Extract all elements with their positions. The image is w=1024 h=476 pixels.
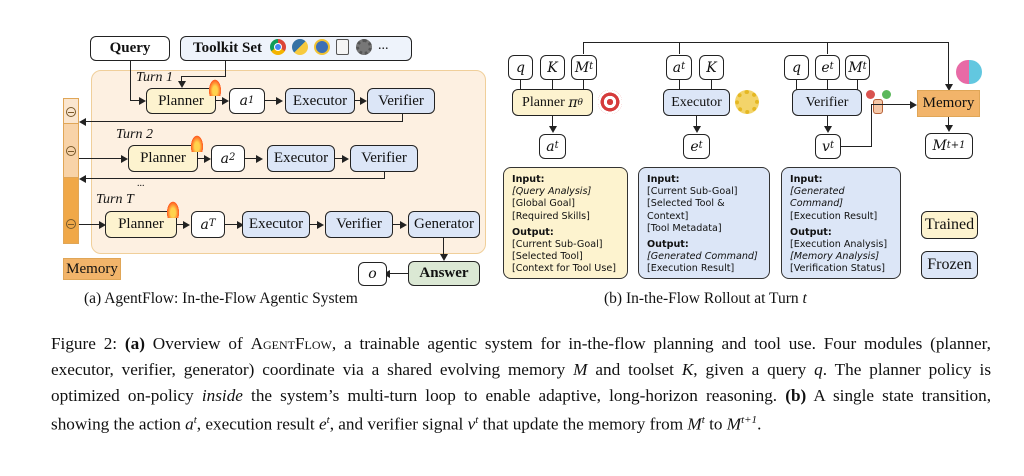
python-icon bbox=[292, 39, 308, 55]
turn2-verifier: Verifier bbox=[350, 145, 418, 172]
verifier-info-box: Input: [Generated Command] [Execution Re… bbox=[781, 167, 901, 279]
planner-info-box: Input: [Query Analysis] [Global Goal] [R… bbox=[503, 167, 628, 279]
turn2-planner: Planner bbox=[128, 145, 198, 172]
turn-ellipsis: ... bbox=[137, 178, 145, 189]
turnT-verifier: Verifier bbox=[325, 211, 393, 238]
planner-input-q: q bbox=[508, 55, 533, 80]
turnT-generator: Generator bbox=[408, 211, 480, 238]
target-icon bbox=[598, 90, 622, 114]
executor-input-K: K bbox=[699, 55, 724, 80]
flame-icon bbox=[208, 78, 222, 96]
chrome-icon bbox=[270, 39, 286, 55]
flame-icon bbox=[190, 134, 204, 152]
turn1-verifier: Verifier bbox=[367, 88, 435, 114]
brain-icon bbox=[66, 107, 76, 117]
planner-input-K: K bbox=[540, 55, 565, 80]
brain-icon bbox=[66, 219, 76, 229]
turn-T-label: Turn T bbox=[96, 192, 134, 207]
web-search-icon bbox=[314, 39, 330, 55]
turn2-executor: Executor bbox=[267, 145, 335, 172]
turn1-planner: Planner bbox=[146, 88, 216, 114]
legend-trained: Trained bbox=[921, 211, 978, 239]
turn-2-label: Turn 2 bbox=[116, 127, 153, 142]
toolkit-more: ... bbox=[378, 38, 389, 53]
flame-icon bbox=[166, 200, 180, 218]
memory-column-2 bbox=[63, 123, 79, 178]
turn1-executor: Executor bbox=[285, 88, 355, 114]
memory-legend: Memory bbox=[63, 258, 121, 280]
executor-info-box: Input: [Current Sub-Goal] [Selected Tool… bbox=[638, 167, 770, 279]
brain-icon bbox=[956, 60, 982, 84]
memory-column-3 bbox=[63, 177, 79, 244]
caption-a: (a) AgentFlow: In-the-Flow Agentic Syste… bbox=[84, 290, 358, 307]
turn-1-label: Turn 1 bbox=[136, 70, 173, 85]
output-o-box: o bbox=[358, 262, 387, 286]
document-search-icon bbox=[336, 39, 349, 55]
legend-frozen: Frozen bbox=[921, 251, 978, 279]
verifier-input-q: q bbox=[784, 55, 809, 80]
memory-column-1 bbox=[63, 98, 79, 124]
figure-caption: Figure 2: (a) Overview of AgentFlow, a t… bbox=[51, 334, 992, 435]
memory-box: Memory bbox=[917, 90, 980, 117]
query-box: Query bbox=[90, 36, 170, 61]
caption-b: (b) In-the-Flow Rollout at Turn t bbox=[604, 290, 807, 307]
verifier-box: Verifier bbox=[792, 89, 862, 116]
toolkit-set-box: Toolkit Set bbox=[180, 36, 412, 61]
answer-box: Answer bbox=[408, 261, 480, 286]
brain-icon bbox=[66, 146, 76, 156]
gear-icon bbox=[356, 39, 372, 55]
turnT-executor: Executor bbox=[242, 211, 310, 238]
wrench-gear-icon bbox=[735, 90, 759, 114]
turnT-planner: Planner bbox=[105, 211, 177, 238]
executor-box: Executor bbox=[663, 89, 730, 116]
verify-hand-icon bbox=[866, 90, 892, 116]
